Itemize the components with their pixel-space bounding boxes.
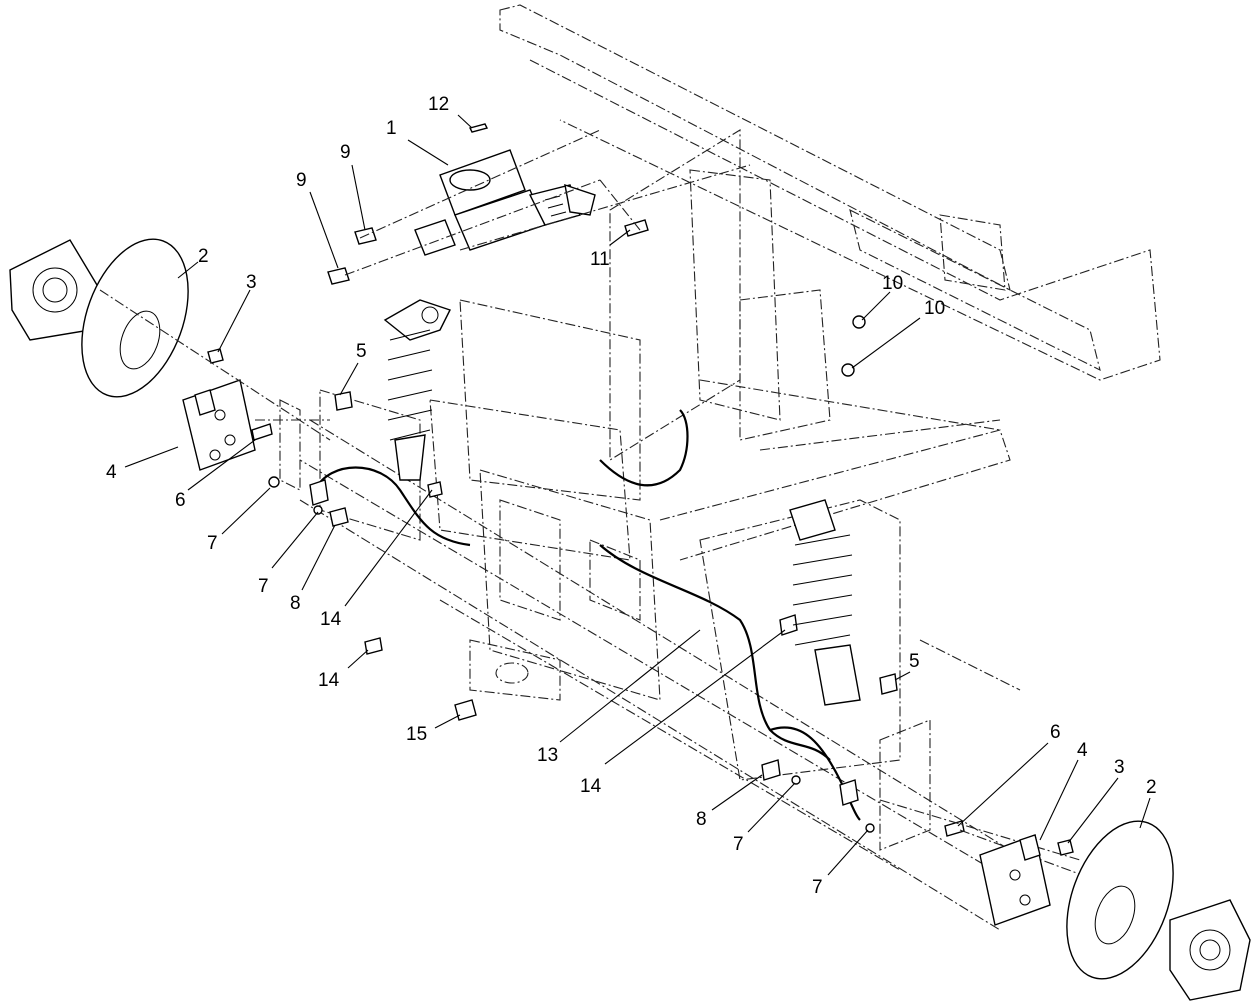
callout-11: 11 (590, 249, 610, 270)
callout-1: 1 (386, 118, 397, 139)
bleeder-fitting-left (251, 423, 273, 441)
leader-lines (124, 114, 1151, 876)
callout-8-right: 8 (696, 809, 707, 830)
callout-9-upper: 9 (340, 142, 351, 163)
callout-6-left: 6 (175, 490, 186, 511)
brake-line-right (769, 726, 861, 821)
callout-8-left: 8 (290, 593, 301, 614)
callout-10-upper: 10 (882, 273, 903, 294)
callout-14-b: 14 (318, 670, 340, 691)
brake-caliper-left (182, 379, 256, 471)
callout-7-left-a: 7 (207, 533, 218, 554)
brake-hose-center (599, 409, 831, 761)
callout-7-right-a: 7 (733, 834, 744, 855)
callout-labels: 1 12 9 9 11 2 3 5 10 10 4 6 7 7 8 14 14 … (106, 94, 1157, 898)
hub-right (1169, 899, 1251, 1001)
callout-15: 15 (406, 724, 427, 745)
callout-3-left: 3 (246, 272, 257, 293)
callout-10-lower: 10 (924, 298, 945, 319)
callout-6-right: 6 (1050, 722, 1061, 743)
master-cylinder-bolt-lower (327, 267, 350, 285)
brake-rotor-right (1066, 820, 1174, 980)
callout-7-left-b: 7 (258, 576, 269, 597)
copper-washer-right (791, 775, 875, 833)
copper-washer-left (268, 476, 323, 515)
brake-switch (454, 699, 477, 721)
washer-right (841, 315, 866, 377)
callout-2-right: 2 (1146, 777, 1157, 798)
shock-absorber-left (383, 299, 451, 481)
jam-nut-right (879, 673, 898, 695)
jam-nut-left (334, 391, 353, 411)
brake-line-left (309, 466, 471, 547)
callout-7-right-b: 7 (812, 877, 823, 898)
vehicle-frame (279, 4, 1161, 931)
line-bolt-left (364, 481, 443, 655)
callout-2-left: 2 (198, 246, 209, 267)
callout-4-right: 4 (1077, 740, 1088, 761)
callout-14-a: 14 (320, 609, 342, 630)
callout-12: 12 (428, 94, 449, 115)
banjo-bolt-left (329, 507, 349, 527)
banjo-bolt-right (761, 759, 781, 781)
pivot-pin (624, 219, 649, 237)
callout-5-right: 5 (909, 651, 920, 672)
master-cylinder (414, 149, 596, 256)
callout-3-right: 3 (1114, 757, 1125, 778)
clevis-pin (468, 123, 489, 133)
rotor-bolt-left (207, 348, 224, 364)
rotor-bolt-right (1057, 839, 1074, 856)
callout-4-left: 4 (106, 462, 117, 483)
shock-absorber-right (789, 499, 861, 706)
brake-rotor-left (81, 238, 189, 398)
callout-13: 13 (537, 745, 558, 766)
callout-5-left: 5 (356, 341, 367, 362)
brake-caliper-right (979, 834, 1051, 926)
callout-9-lower: 9 (296, 170, 307, 191)
callout-14-c: 14 (580, 776, 602, 797)
